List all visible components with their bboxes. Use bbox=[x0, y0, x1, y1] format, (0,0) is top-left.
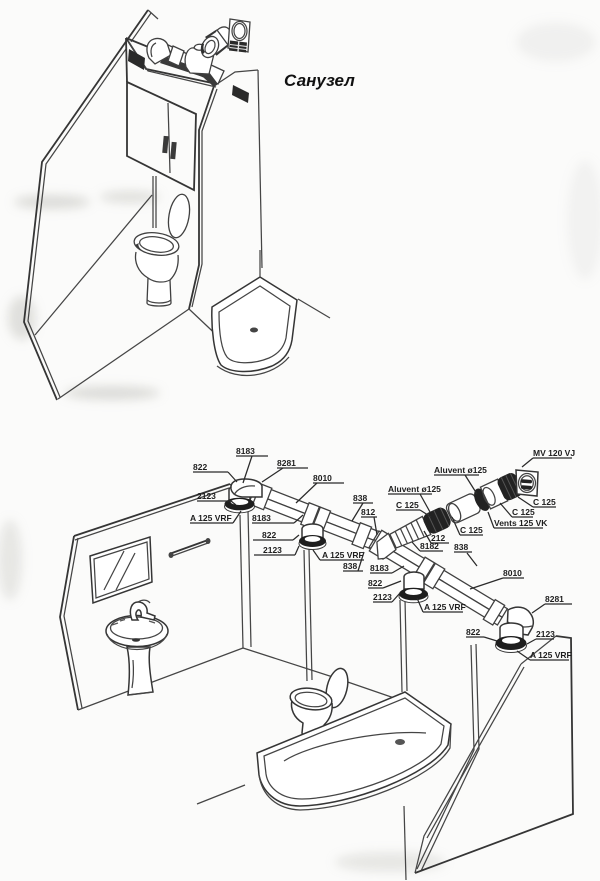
svg-text:8183: 8183 bbox=[236, 446, 255, 456]
svg-text:838: 838 bbox=[353, 493, 367, 503]
svg-text:822: 822 bbox=[262, 530, 276, 540]
svg-text:C 125: C 125 bbox=[460, 525, 483, 535]
svg-text:838: 838 bbox=[454, 542, 468, 552]
svg-text:8183: 8183 bbox=[252, 513, 271, 523]
svg-text:Vents 125 VK: Vents 125 VK bbox=[494, 518, 548, 528]
svg-text:212: 212 bbox=[431, 533, 445, 543]
svg-text:822: 822 bbox=[368, 578, 382, 588]
svg-text:2123: 2123 bbox=[373, 592, 392, 602]
svg-text:C 125: C 125 bbox=[533, 497, 556, 507]
svg-text:A 125 VRF: A 125 VRF bbox=[190, 513, 232, 523]
svg-text:2123: 2123 bbox=[263, 545, 282, 555]
svg-text:A 125 VRF: A 125 VRF bbox=[322, 550, 364, 560]
svg-text:A 125 VRF: A 125 VRF bbox=[530, 650, 572, 660]
svg-text:8183: 8183 bbox=[370, 563, 389, 573]
svg-text:A 125 VRF: A 125 VRF bbox=[424, 602, 466, 612]
svg-text:2123: 2123 bbox=[197, 491, 216, 501]
svg-text:8281: 8281 bbox=[545, 594, 564, 604]
svg-text:Aluvent ø125: Aluvent ø125 bbox=[434, 465, 487, 475]
svg-text:C 125: C 125 bbox=[512, 507, 535, 517]
svg-text:Санузел: Санузел bbox=[284, 71, 355, 90]
svg-text:2123: 2123 bbox=[536, 629, 555, 639]
svg-text:838: 838 bbox=[343, 561, 357, 571]
svg-text:C 125: C 125 bbox=[396, 500, 419, 510]
svg-text:822: 822 bbox=[193, 462, 207, 472]
svg-text:822: 822 bbox=[466, 627, 480, 637]
svg-text:8010: 8010 bbox=[313, 473, 332, 483]
svg-text:8010: 8010 bbox=[503, 568, 522, 578]
svg-text:8182: 8182 bbox=[420, 541, 439, 551]
svg-text:Aluvent ø125: Aluvent ø125 bbox=[388, 484, 441, 494]
svg-text:8281: 8281 bbox=[277, 458, 296, 468]
svg-text:MV 120 VJ: MV 120 VJ bbox=[533, 448, 575, 458]
svg-text:812: 812 bbox=[361, 507, 375, 517]
